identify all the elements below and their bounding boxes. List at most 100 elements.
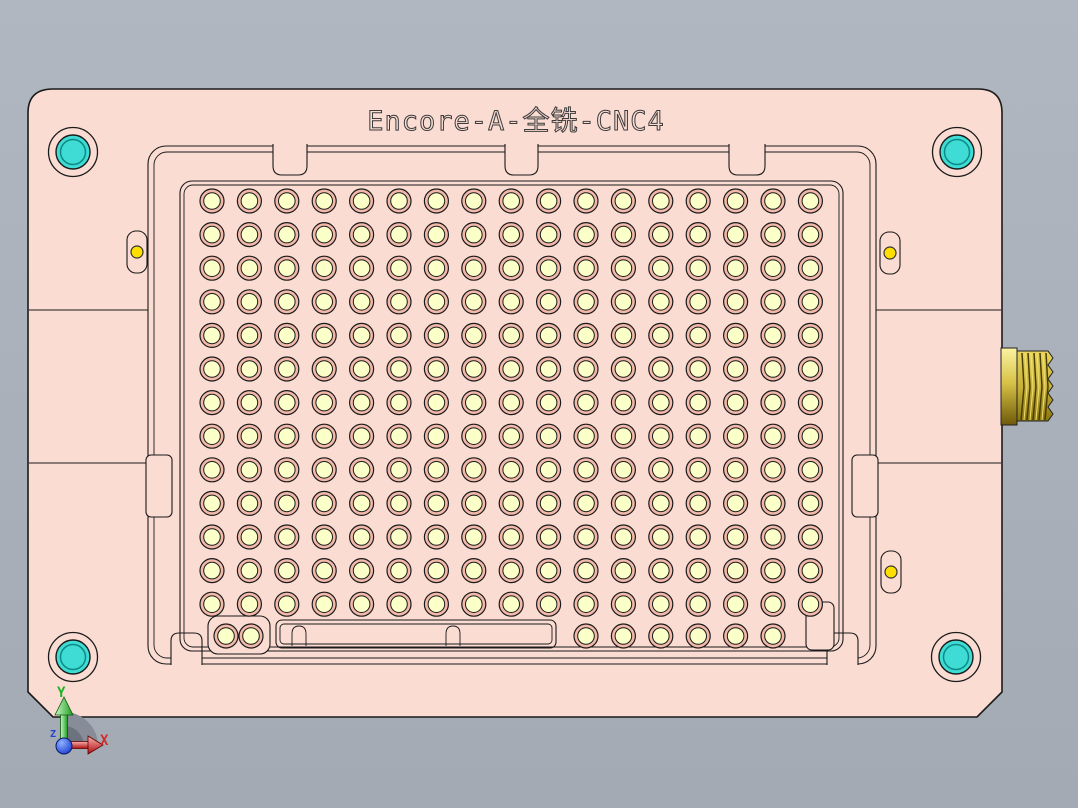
grid-hole-bore	[577, 494, 595, 513]
grid-hole-bore	[614, 461, 633, 479]
grid-hole-bore	[427, 192, 446, 210]
grid-hole-bore	[352, 326, 371, 345]
grid-hole-bore	[217, 627, 235, 645]
clamp-frame	[126, 144, 902, 665]
grid-hole-bore	[539, 461, 558, 479]
grid-hole-bore	[539, 595, 558, 614]
grid-hole-bore	[652, 494, 670, 513]
grid-hole-bore	[801, 427, 820, 446]
grid-hole-bore	[390, 561, 408, 580]
locator-pin-dot	[883, 246, 897, 260]
grid-hole-bore	[315, 393, 334, 412]
grid-hole-bore	[764, 360, 782, 378]
grid-hole-bore	[652, 427, 670, 446]
grid-hole-bore	[278, 528, 296, 546]
corner-hole-counterbore	[930, 631, 982, 683]
grid-hole-bore	[278, 259, 296, 278]
axis-x-label: X	[100, 733, 109, 749]
grid-hole-bore	[539, 360, 558, 378]
grid-hole-bore	[240, 528, 259, 546]
grid-hole-bore	[242, 627, 260, 645]
grid-hole-bore	[390, 326, 408, 345]
grid-hole-bore	[352, 427, 371, 446]
corner-hole-bore	[942, 643, 970, 671]
grid-hole-bore	[390, 427, 408, 446]
grid-hole-bore	[577, 627, 595, 645]
grid-hole-bore	[801, 561, 820, 580]
grid-hole-bore	[203, 494, 221, 513]
grid-hole-bore	[689, 494, 708, 513]
grid-hole-bore	[577, 595, 595, 614]
grid-hole-bore	[652, 192, 670, 210]
grid-hole-bore	[539, 561, 558, 580]
grid-hole-bore	[502, 528, 521, 546]
grid-hole-bore	[689, 225, 708, 244]
grid-hole-bore	[726, 192, 745, 210]
grid-hole-bore	[764, 393, 782, 412]
grid-hole-bore	[390, 595, 408, 614]
grid-hole-bore	[614, 494, 633, 513]
grid-hole-bore	[614, 326, 633, 345]
axis-triad[interactable]: Z Y X	[50, 685, 109, 755]
grid-hole-bore	[278, 427, 296, 446]
grid-hole-bore	[801, 259, 820, 278]
grid-hole-bore	[801, 595, 820, 614]
grid-hole-bore	[465, 528, 483, 546]
grid-hole-bore	[764, 494, 782, 513]
grid-hole-bore	[315, 427, 334, 446]
grid-hole-bore	[278, 461, 296, 479]
grid-hole-bore	[652, 259, 670, 278]
locator-pin-dot	[884, 565, 898, 579]
grid-hole-bore	[689, 461, 708, 479]
grid-hole-bore	[652, 326, 670, 345]
grid-hole-bore	[427, 494, 446, 513]
grid-hole-bore	[278, 561, 296, 580]
grid-hole-bore	[465, 494, 483, 513]
grid-hole-bore	[502, 461, 521, 479]
grid-hole-bore	[278, 595, 296, 614]
grid-hole-bore	[652, 293, 670, 311]
threaded-connector	[1000, 347, 1054, 426]
grid-hole-bore	[652, 360, 670, 378]
grid-hole-bore	[240, 326, 259, 345]
grid-hole-bore	[764, 561, 782, 580]
origin-sphere[interactable]	[55, 737, 73, 755]
grid-hole-bore	[614, 393, 633, 412]
grid-hole-bore	[502, 192, 521, 210]
frame-bottom-tab	[170, 632, 203, 665]
grid-hole-bore	[726, 595, 745, 614]
grid-hole-bore	[726, 259, 745, 278]
grid-hole-bore	[502, 326, 521, 345]
grid-hole-bore	[801, 461, 820, 479]
grid-hole-bore	[465, 259, 483, 278]
grid-hole-bore	[764, 528, 782, 546]
grid-hole-bore	[203, 427, 221, 446]
grid-hole-bore	[352, 528, 371, 546]
grid-hole-bore	[539, 225, 558, 244]
grid-hole-bore	[726, 225, 745, 244]
grid-hole-bore	[427, 561, 446, 580]
grid-hole-bore	[352, 393, 371, 412]
grid-hole-bore	[614, 595, 633, 614]
grid-hole-bore	[315, 461, 334, 479]
grid-hole-bore	[352, 293, 371, 311]
grid-hole-bore	[352, 561, 371, 580]
grid-hole-bore	[689, 595, 708, 614]
grid-hole-bore	[726, 528, 745, 546]
grid-hole-bore	[240, 595, 259, 614]
grid-hole-bore	[390, 528, 408, 546]
pocket-bottom-rail	[275, 619, 557, 649]
grid-hole-bore	[577, 192, 595, 210]
grid-hole-bore	[577, 393, 595, 412]
grid-hole-bore	[652, 225, 670, 244]
grid-hole-bore	[577, 561, 595, 580]
frame-side-notch-right	[851, 454, 879, 518]
grid-hole-bore	[614, 561, 633, 580]
grid-hole-bore	[577, 528, 595, 546]
grid-hole-bore	[465, 393, 483, 412]
grid-hole-bore	[502, 561, 521, 580]
grid-hole-bore	[427, 360, 446, 378]
grid-hole-bore	[726, 326, 745, 345]
grid-hole-bore	[539, 192, 558, 210]
